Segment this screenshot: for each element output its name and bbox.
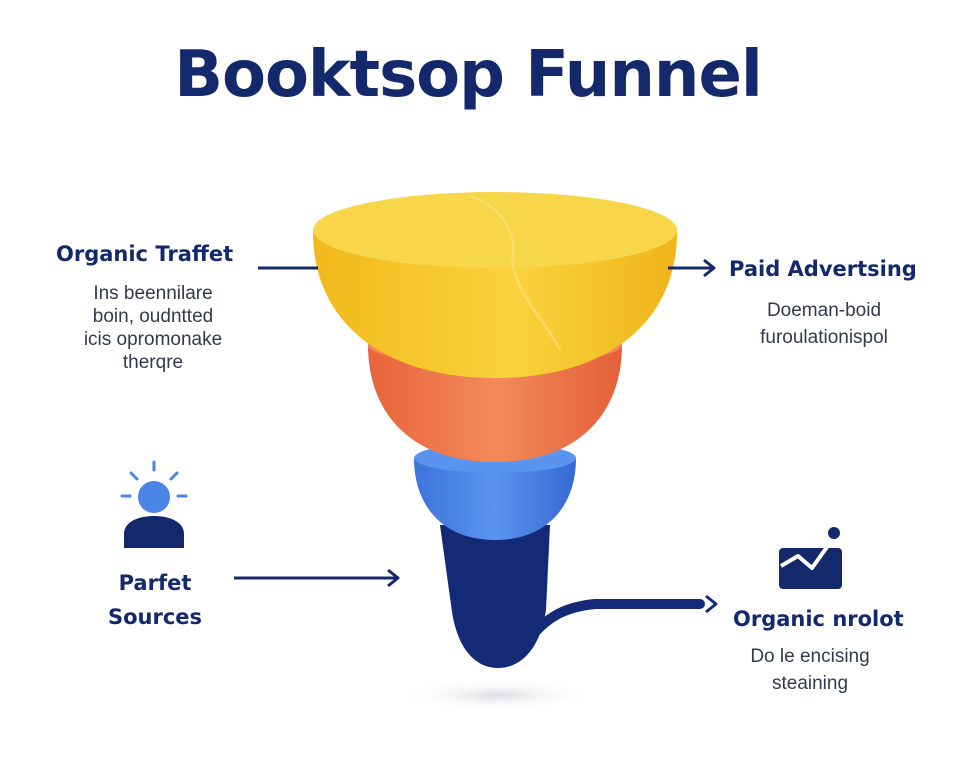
desc-line: steaining [771,673,849,694]
person-idea-icon [120,460,188,548]
desc-line: Ins beennilare [93,283,213,304]
chart-box-icon [779,527,842,589]
funnel-shadow [397,679,597,711]
arrow-paid-advertising [668,258,716,278]
desc-line: Doeman-boid [766,300,882,321]
label-organic-traffic: Organic Traffet [56,242,234,266]
desc-line: boin, oudntted [92,306,214,327]
desc-organic-traffic: Ins beennilare boin, oudntted icis oprom… [66,282,240,374]
label-line: Sources [107,605,203,629]
arrow-parfet-sources [234,568,400,588]
arrow-organic-nrolot [705,594,718,614]
label-line: Parfet [118,571,192,595]
label-paid-advertising: Paid Advertsing [729,257,917,281]
label-parfet-sources: Parfet Sources [96,566,214,634]
desc-paid-advertising: Doeman-boid furoulationispol [734,299,914,349]
desc-line: furoulationispol [760,327,888,348]
desc-line: therqre [122,352,184,373]
desc-line: Do le encising [750,646,870,667]
funnel-spout [440,525,705,668]
funnel-segment-yellow [313,192,677,378]
desc-line: icis opromonake [83,329,223,350]
page-title: Booktsop Funnel [174,38,763,112]
desc-organic-nrolot: Do le encising steaining [730,645,890,695]
label-organic-nrolot: Organic nrolot [733,607,904,631]
